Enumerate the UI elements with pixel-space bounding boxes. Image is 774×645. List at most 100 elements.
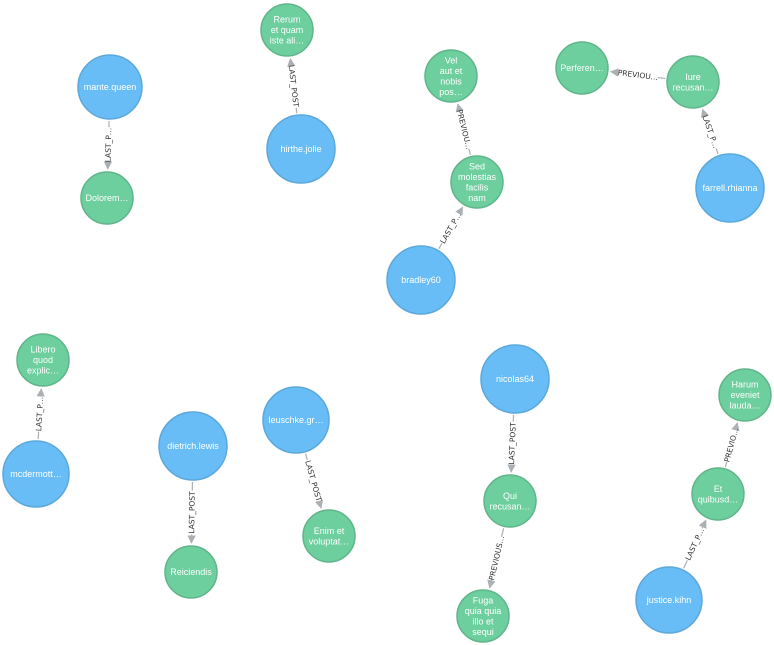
node-label: Iure: [685, 72, 701, 82]
post-node-circle[interactable]: [483, 474, 537, 528]
node-dietrich[interactable]: dietrich.lewis: [158, 411, 228, 481]
edge-arrow: [287, 57, 296, 67]
edge-line: [657, 76, 666, 80]
node-label: nam: [468, 193, 486, 203]
user-node-circle[interactable]: [695, 153, 765, 223]
node-justice[interactable]: justice.kihn: [635, 566, 703, 634]
node-label: Et: [714, 484, 723, 494]
node-bradley[interactable]: bradley60: [386, 245, 456, 315]
edge-arrow: [455, 103, 464, 113]
edge-arrow: [731, 422, 740, 432]
node-label: Perferen…: [560, 63, 604, 73]
node-label: justice.kihn: [646, 595, 692, 605]
post-node-circle[interactable]: [80, 171, 134, 225]
node-label: mante.queen: [84, 82, 137, 92]
node-enim[interactable]: Enim etvoluptat…: [302, 509, 356, 563]
node-label: sequi: [472, 627, 494, 637]
user-node-circle[interactable]: [158, 411, 228, 481]
node-mcdermott[interactable]: mcdermott…: [2, 440, 70, 508]
edge-hirthe-rerum[interactable]: LAST_POST: [287, 57, 301, 114]
node-mante[interactable]: mante.queen: [77, 54, 143, 120]
node-label: aut et: [440, 66, 463, 76]
edge-et-harum[interactable]: PREVIO…: [722, 422, 740, 468]
node-reiciendis[interactable]: Reiciendis: [164, 545, 218, 599]
edge-farrell-iure[interactable]: LAST_P…: [700, 108, 720, 155]
edge-bradley-sed[interactable]: LAST_P…: [438, 206, 463, 250]
edge-line: [295, 107, 298, 114]
post-node-circle[interactable]: [456, 589, 510, 643]
post-node-circle[interactable]: [555, 41, 609, 95]
post-node-circle[interactable]: [666, 55, 720, 109]
edge-sed-vel[interactable]: PREVIOU…: [455, 103, 473, 155]
node-label: nicolas64: [496, 374, 534, 384]
node-label: nobis: [440, 76, 462, 86]
edge-dietrich-reiciendis[interactable]: LAST_POST: [187, 481, 197, 544]
node-label: Harum: [731, 380, 758, 390]
edge-arrow: [609, 68, 619, 77]
edge-nicolas-qui[interactable]: LAST_POST: [507, 414, 518, 473]
user-node-circle[interactable]: [2, 440, 70, 508]
user-node-circle[interactable]: [635, 566, 703, 634]
edge-label: PREVIOU…: [617, 68, 659, 82]
node-label: bradley60: [401, 275, 441, 285]
node-farrell[interactable]: farrell.rhianna: [695, 153, 765, 223]
edge-line: [724, 461, 728, 468]
node-label: dietrich.lewis: [167, 441, 219, 451]
node-hirthe[interactable]: hirthe.jolie: [266, 114, 336, 184]
node-label: Dolorem…: [85, 193, 128, 203]
edge-label: LAST_POST: [303, 459, 323, 503]
edge-line: [683, 560, 688, 569]
node-label: explic…: [27, 366, 59, 376]
node-et[interactable]: Etquibusd…: [691, 467, 745, 521]
user-node-circle[interactable]: [262, 386, 330, 454]
node-libero[interactable]: Liberoquodexplic…: [16, 333, 70, 387]
post-node-circle[interactable]: [164, 545, 218, 599]
node-label: iste ali…: [270, 36, 305, 46]
node-iure[interactable]: Iurerecusan…: [666, 55, 720, 109]
user-node-circle[interactable]: [480, 344, 550, 414]
edge-mcdermott-libero[interactable]: LAST_P…: [34, 388, 45, 440]
node-label: eveniet: [730, 390, 760, 400]
edge-iure-perferen[interactable]: PREVIOU…: [609, 68, 666, 82]
node-label: quod: [33, 355, 53, 365]
node-dolorem[interactable]: Dolorem…: [80, 171, 134, 225]
node-label: Vel: [445, 55, 458, 65]
edge-qui-fuga[interactable]: PREVIOUS…: [487, 528, 506, 589]
user-node-circle[interactable]: [386, 245, 456, 315]
post-node-circle[interactable]: [691, 467, 745, 521]
node-label: quibusd…: [698, 494, 739, 504]
node-label: facilis: [466, 182, 489, 192]
post-node-circle[interactable]: [260, 3, 314, 57]
edge-justice-et[interactable]: LAST_P…: [683, 519, 707, 569]
edge-label: LAST_P…: [34, 396, 45, 431]
node-label: molestias: [458, 172, 497, 182]
post-node-circle[interactable]: [302, 509, 356, 563]
node-label: quia quia: [465, 606, 502, 616]
node-perferen[interactable]: Perferen…: [555, 41, 609, 95]
edge-label: PREVIO…: [722, 427, 740, 463]
post-node-circle[interactable]: [718, 368, 772, 422]
user-node-circle[interactable]: [77, 54, 143, 120]
edge-label: LAST_POST: [287, 64, 301, 108]
node-label: mcdermott…: [10, 469, 62, 479]
node-harum[interactable]: Harumevenietlauda…: [718, 368, 772, 422]
node-label: Libero: [30, 345, 55, 355]
post-node-circle[interactable]: [424, 49, 478, 103]
user-node-circle[interactable]: [266, 114, 336, 184]
node-leuschke[interactable]: leuschke.gr…: [262, 386, 330, 454]
node-nicolas[interactable]: nicolas64: [480, 344, 550, 414]
post-node-circle[interactable]: [16, 333, 70, 387]
post-node-circle[interactable]: [450, 155, 504, 209]
node-qui[interactable]: Quirecusan…: [483, 474, 537, 528]
edges-layer: LAST_P… LAST_POST PREVIOU… LAST_P… PREVIOU… L…: [34, 57, 740, 589]
edge-line: [501, 528, 505, 537]
edge-mante-dolorem[interactable]: LAST_P…: [103, 120, 113, 170]
edge-leuschke-enim[interactable]: LAST_POST: [303, 453, 324, 509]
edge-label: LAST_P…: [438, 211, 463, 246]
